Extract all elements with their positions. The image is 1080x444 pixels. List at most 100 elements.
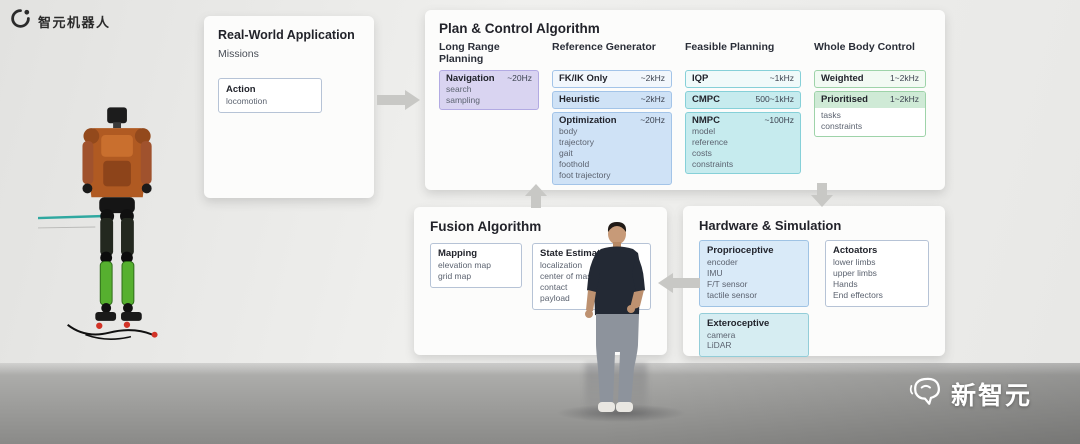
list-item: Hands	[833, 278, 858, 289]
list-item: camera	[707, 329, 736, 340]
box-rate: ~20Hz	[507, 73, 532, 84]
list-item: tactile sensor	[707, 289, 758, 300]
floor-sheen	[0, 363, 1080, 375]
watermark-text: 新智元	[951, 381, 1033, 410]
flow-arrow-right-icon	[377, 89, 421, 116]
stage-floor	[0, 363, 1080, 444]
column-header: Whole Body Control	[814, 41, 915, 53]
list-item: contact	[540, 281, 568, 292]
brand-name: 智元机器人	[38, 14, 111, 30]
panel-title: Real-World Application	[218, 28, 355, 42]
column-feasible-planning: Feasible Planning IQP ~1kHz CMPC 500~1kH…	[685, 41, 801, 188]
list-item: foothold	[559, 159, 590, 170]
list-item: F/T sensor	[707, 278, 748, 289]
box-label: Heuristic	[559, 94, 600, 105]
box-rate: ~2kHz	[640, 94, 665, 104]
plan-control-panel: Plan & Control Algorithm Long Range Plan…	[425, 10, 945, 190]
box-rate: ~1kHz	[769, 73, 794, 83]
list-item: upper limbs	[833, 267, 877, 278]
list-item: payload	[540, 292, 570, 303]
panel-title: Hardware & Simulation	[699, 218, 842, 233]
box-rate: ~2kHz	[640, 73, 665, 83]
list-item: center of mass	[540, 270, 596, 281]
list-item: reference	[692, 137, 728, 148]
action-box: Action locomotion	[218, 78, 322, 114]
box-label: Actoators	[833, 245, 878, 256]
box-label: IQP	[692, 73, 709, 84]
panel-title: Plan & Control Algorithm	[439, 21, 600, 36]
list-item: constraints	[821, 121, 863, 132]
list-item: tasks	[821, 110, 841, 120]
list-item: End effectors	[833, 289, 883, 300]
box-items: locomotion	[226, 96, 314, 107]
list-item: IMU	[707, 267, 723, 278]
presenter-shadow	[556, 404, 686, 422]
box-label: Prioritised	[821, 94, 868, 105]
list-item: locomotion	[226, 96, 268, 106]
box-label: Mapping	[438, 248, 478, 259]
box-label: NMPC	[692, 115, 720, 126]
column-header: Reference Generator	[552, 41, 656, 53]
real-world-application-panel: Real-World Application Missions Action l…	[204, 16, 374, 198]
watermark: 新智元	[908, 374, 1032, 413]
list-item: elevation map	[438, 260, 491, 270]
list-item: encoder	[707, 257, 738, 267]
box-label: Weighted	[821, 73, 864, 84]
hardware-simulation-panel: Hardware & Simulation Proprioceptive enc…	[683, 206, 945, 358]
panel-title: Fusion Algorithm	[430, 219, 542, 234]
column-long-range-planning: Long Range Planning Navigation ~20Hz sea…	[439, 41, 539, 188]
box-label: CMPC	[692, 94, 720, 105]
missions-label: Missions	[218, 48, 259, 60]
box-label: State Estimation	[540, 248, 615, 259]
cmpc-box: CMPC 500~1kHz	[685, 91, 801, 109]
heuristic-box: Heuristic ~2kHz	[552, 91, 672, 109]
box-label: Proprioceptive	[707, 245, 774, 256]
list-item: costs	[692, 148, 712, 159]
list-item: foot trajectory	[559, 170, 611, 181]
box-label: Exteroceptive	[707, 317, 770, 329]
box-rate: 500~1kHz	[755, 94, 794, 104]
flow-arrow-up-icon	[524, 183, 548, 214]
column-reference-generator: Reference Generator FK/IK Only ~2kHz Heu…	[552, 41, 672, 188]
flow-arrow-left-icon	[657, 272, 701, 299]
list-item: constraints	[692, 159, 734, 170]
column-header: Long Range Planning	[439, 41, 500, 66]
weighted-box: Weighted 1~2kHz	[814, 70, 926, 88]
list-item: gait	[559, 148, 573, 159]
list-item: LiDAR	[707, 340, 732, 351]
robot-simulation-figure	[37, 100, 206, 351]
box-label: FK/IK Only	[559, 73, 608, 84]
list-item: sampling	[446, 95, 481, 106]
column-header: Feasible Planning	[685, 41, 775, 53]
wechat-speech-bubble-icon	[908, 374, 942, 413]
fkik-only-box: FK/IK Only ~2kHz	[552, 70, 672, 88]
presenter-figure	[570, 218, 662, 435]
box-label: Action	[226, 84, 256, 95]
list-item: model	[692, 126, 716, 136]
floor-shading	[0, 363, 1080, 444]
list-item: body	[559, 126, 578, 136]
box-label: Navigation	[446, 73, 495, 85]
box-rate: ~100Hz	[764, 115, 794, 125]
list-item: localization	[540, 260, 583, 270]
box-rate: ~20Hz	[640, 115, 665, 125]
brand-logo: 智元机器人	[10, 8, 111, 34]
box-label: Optimization	[559, 115, 617, 126]
